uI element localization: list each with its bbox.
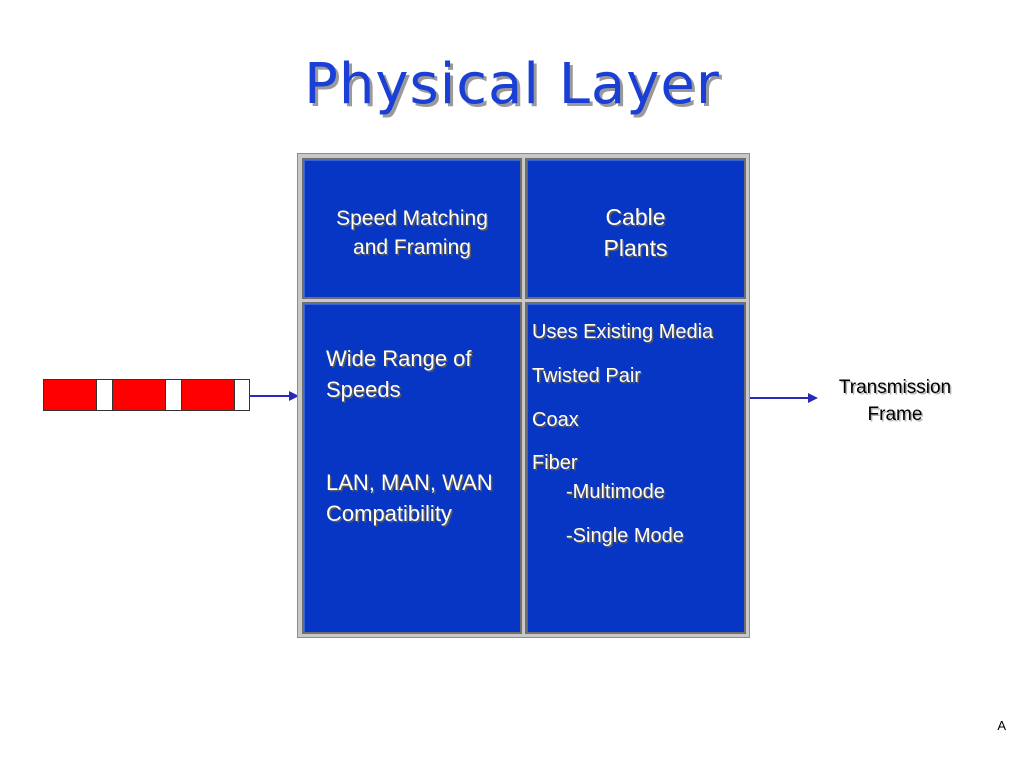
heading-line: and Framing: [353, 236, 471, 259]
label-line: Transmission: [838, 377, 952, 398]
media-item: Twisted Pair: [532, 365, 641, 387]
speeds-compatibility-cell: Wide Range of Speeds LAN, MAN, WAN Compa…: [302, 302, 522, 634]
fiber-subtype: -Single Mode: [566, 525, 684, 547]
item-line: Speeds: [326, 377, 401, 402]
frame-separator: [166, 380, 182, 410]
fiber-subtype: -Multimode: [566, 481, 665, 503]
media-heading: Uses Existing Media: [532, 321, 714, 343]
slide-title: Physical Layer: [304, 52, 720, 117]
speed-matching-cell: Speed Matching and Framing: [302, 158, 522, 299]
label-line: Frame: [867, 404, 923, 425]
item-line: LAN, MAN, WAN: [326, 470, 493, 495]
input-arrow: [249, 391, 299, 401]
frame-segment: [113, 380, 166, 410]
transmission-frame-label: Transmission Frame: [810, 374, 980, 428]
cable-plants-heading: Cable Plants: [527, 202, 744, 264]
media-cell: Uses Existing Media Twisted Pair Coax Fi…: [525, 302, 746, 634]
item-line: Wide Range of: [326, 346, 472, 371]
network-compatibility-item: LAN, MAN, WAN Compatibility: [326, 467, 493, 529]
frame-segment: [182, 380, 235, 410]
frame-separator: [97, 380, 113, 410]
media-item: Coax: [532, 409, 579, 431]
media-item: Fiber: [532, 452, 578, 474]
item-line: Compatibility: [326, 501, 452, 526]
physical-layer-grid: Speed Matching and Framing Cable Plants …: [297, 153, 750, 638]
input-frame-strip: [43, 379, 250, 411]
frame-segment: [44, 380, 97, 410]
heading-line: Speed Matching: [336, 207, 488, 230]
footer-mark: A: [997, 718, 1006, 733]
output-arrow: [750, 393, 818, 403]
speed-matching-heading: Speed Matching and Framing: [304, 204, 520, 262]
heading-line: Plants: [603, 235, 668, 261]
heading-line: Cable: [605, 204, 666, 230]
cable-plants-cell: Cable Plants: [525, 158, 746, 299]
speed-range-item: Wide Range of Speeds: [326, 343, 472, 405]
